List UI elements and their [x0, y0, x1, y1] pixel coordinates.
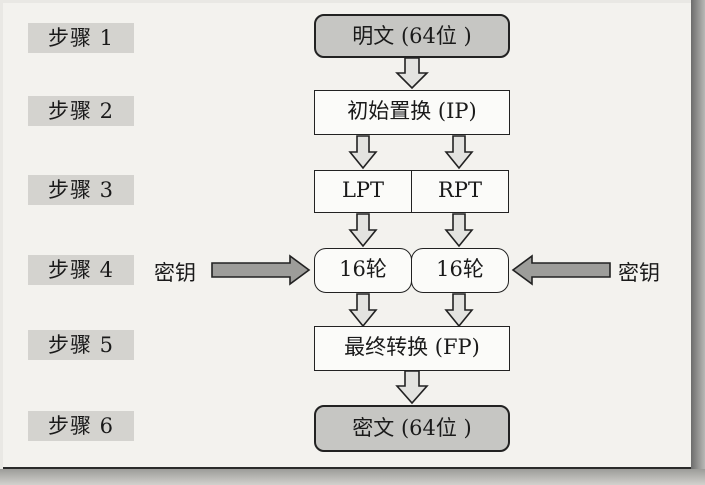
key-label-right: 密钥 [618, 261, 660, 285]
diagram-page [3, 3, 693, 469]
arrow-lpt-to-rounds [348, 213, 378, 248]
arrow-ip-to-lpt [348, 135, 378, 170]
arrow-rounds-to-fp-left [348, 293, 378, 328]
page-bottom-shadow [0, 469, 705, 485]
key-label-left: 密钥 [154, 261, 196, 285]
arrow-ip-to-rpt [444, 135, 474, 170]
arrow-plaintext-to-ip [395, 57, 429, 90]
plaintext-node: 明文 (64位 ) [314, 14, 510, 58]
lpt-node: LPT [314, 170, 412, 213]
step-label-4: 步骤 4 [28, 255, 134, 285]
arrow-fp-to-ciphertext [395, 370, 429, 405]
rpt-node: RPT [411, 170, 509, 213]
page-edge-shadow [691, 0, 705, 485]
arrow-rpt-to-rounds [444, 213, 474, 248]
step-label-2: 步骤 2 [28, 96, 134, 126]
rounds-left-node: 16轮 [314, 248, 412, 293]
arrow-key-right [511, 254, 611, 286]
initial-permutation-node: 初始置换 (IP) [314, 90, 510, 135]
final-permutation-node: 最终转换 (FP) [314, 326, 510, 371]
step-label-6: 步骤 6 [28, 411, 134, 441]
arrow-rounds-to-fp-right [444, 293, 474, 328]
arrow-key-left [211, 254, 311, 286]
step-label-1: 步骤 1 [28, 23, 134, 53]
ciphertext-node: 密文 (64位 ) [314, 405, 510, 452]
step-label-3: 步骤 3 [28, 175, 134, 205]
step-label-5: 步骤 5 [28, 330, 134, 360]
rounds-right-node: 16轮 [411, 248, 509, 293]
